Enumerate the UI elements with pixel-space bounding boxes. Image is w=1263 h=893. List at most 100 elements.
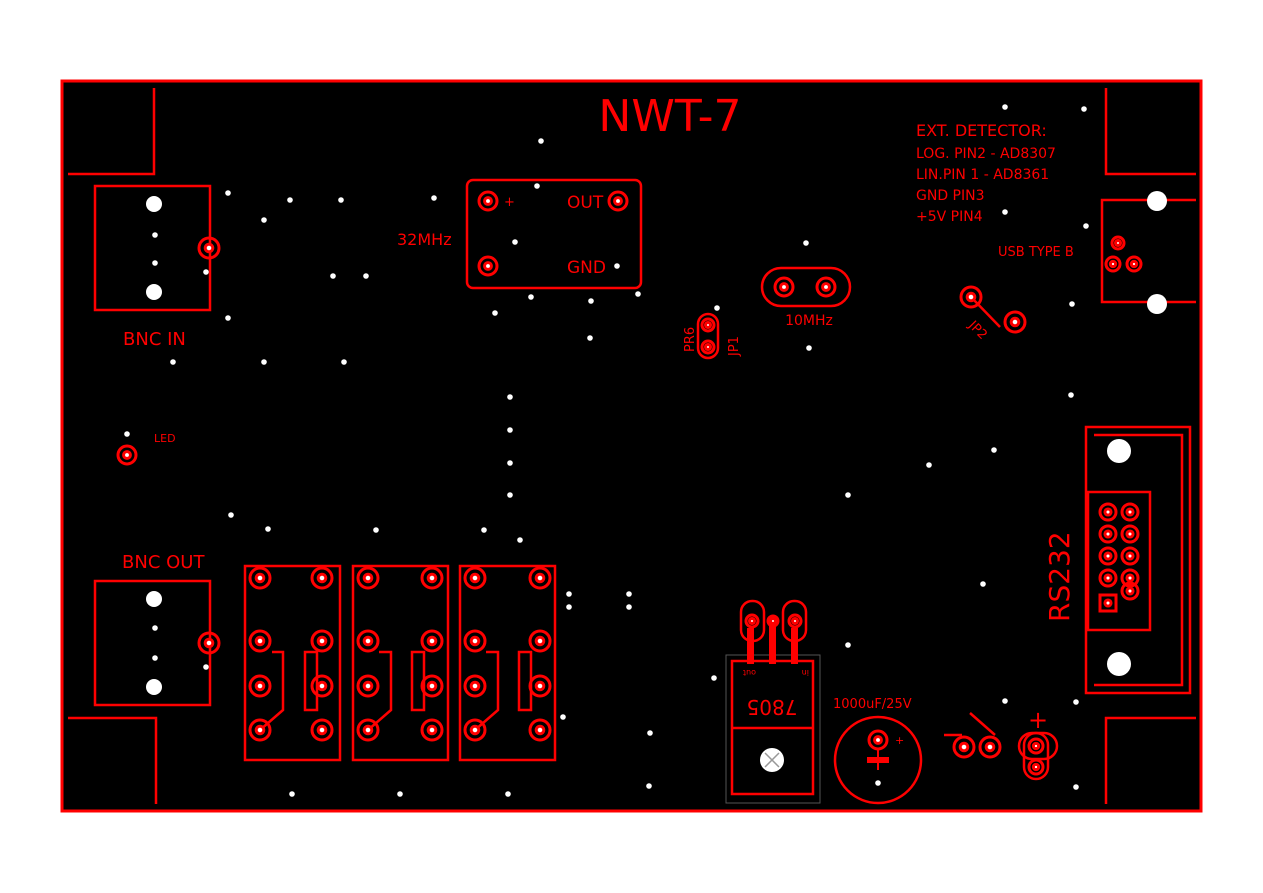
via-54: [845, 642, 851, 648]
relay-2-pad-right-1: [420, 566, 444, 590]
bnc-in-pad: [197, 236, 221, 260]
switch-pad-1: [952, 735, 976, 759]
relay-3-coil-left: [474, 650, 500, 731]
capacitor-pad-plus: [867, 729, 889, 751]
rs232-pin-left-5: [1098, 593, 1118, 613]
usb-pad-3: [1125, 255, 1143, 273]
via-61: [397, 791, 403, 797]
oscillator-footprint: [465, 178, 643, 290]
relay-1-pad-left-2: [248, 629, 272, 653]
via-28: [806, 345, 812, 351]
via-52: [626, 604, 632, 610]
rs232-label: RS232: [1043, 531, 1076, 622]
relay-1-pad-right-1: [310, 566, 334, 590]
oscillator-frequency-label: 32MHz: [397, 230, 452, 249]
capacitor-outline: [833, 715, 923, 805]
via-6: [338, 197, 344, 203]
via-22: [528, 294, 534, 300]
via-60: [289, 791, 295, 797]
via-40: [845, 492, 851, 498]
bnc-out-hole-top: [146, 591, 162, 607]
via-35: [507, 492, 513, 498]
capacitor-label: 1000uF/25V: [833, 697, 912, 712]
via-38: [991, 447, 997, 453]
corner-top-left: [68, 88, 156, 176]
power-plus-label: +: [1028, 706, 1048, 734]
relay-2-pad-left-2: [356, 629, 380, 653]
via-51: [626, 591, 632, 597]
via-31: [341, 359, 347, 365]
via-32: [507, 394, 513, 400]
via-44: [481, 527, 487, 533]
oscillator-pad-plus: [477, 190, 499, 212]
corner-bottom-left: [68, 716, 158, 804]
switch-silk-line: [969, 712, 996, 736]
relay-2-pad-left-4: [356, 718, 380, 742]
power-pad-1: [1027, 737, 1045, 755]
via-37: [1068, 392, 1074, 398]
corner-bottom-right: [1104, 716, 1196, 804]
via-36: [124, 431, 130, 437]
switch-pad-2: [978, 735, 1002, 759]
via-56: [560, 714, 566, 720]
rs232-pin-right-5: [1120, 581, 1140, 601]
via-57: [647, 730, 653, 736]
vcc-pin-label: +5V PIN4: [916, 209, 983, 225]
usb-hole-bottom: [1147, 294, 1167, 314]
relay-3-pad-left-2: [463, 629, 487, 653]
relay-3-pad-right-1: [528, 566, 552, 590]
via-58: [1002, 698, 1008, 704]
relay-1-pad-left-3: [248, 674, 272, 698]
rs232-pin-left-2: [1098, 524, 1118, 544]
jp1-pad-1: [700, 317, 716, 333]
via-53: [980, 581, 986, 587]
rs232-pin-frame: [1086, 490, 1152, 632]
via-45: [517, 537, 523, 543]
relay-1-pad-left-4: [248, 718, 272, 742]
via-12: [1083, 223, 1089, 229]
relay-3-footprint: [458, 564, 557, 762]
relay-2-coil-left: [367, 650, 393, 731]
relay-1-coil-right: [303, 650, 319, 712]
relay-2-pad-left-3: [356, 674, 380, 698]
relay-1-pad-right-3: [310, 674, 334, 698]
capacitor-plus-label: +: [895, 734, 904, 747]
via-27: [587, 335, 593, 341]
via-29: [170, 359, 176, 365]
bnc-in-label: BNC IN: [123, 329, 186, 350]
pads-layer: [116, 190, 1143, 776]
via-43: [373, 527, 379, 533]
relay-1-pad-left-1: [248, 566, 272, 590]
relay-2-coil-right: [410, 650, 426, 712]
jp2-silk-line: [970, 296, 1001, 328]
crystal-pad-2: [815, 276, 837, 298]
relay-2-pad-right-4: [420, 718, 444, 742]
led-pad: [116, 444, 138, 466]
bnc-out-pad: [197, 631, 221, 655]
via-65: [1073, 784, 1079, 790]
regulator-lead-3: [791, 628, 798, 664]
regulator-pad-in: [787, 613, 803, 629]
via-2: [1002, 104, 1008, 110]
via-63: [646, 783, 652, 789]
via-21: [492, 310, 498, 316]
relay-2-pad-right-3: [420, 674, 444, 698]
jp2-pad-1: [959, 285, 983, 309]
pr6-label: PR6: [683, 327, 698, 352]
via-16: [203, 269, 209, 275]
jp2-pad-2: [1003, 310, 1027, 334]
crystal-pad-1: [773, 276, 795, 298]
via-13: [803, 240, 809, 246]
rs232-pin-right-1: [1120, 502, 1140, 522]
via-11: [1002, 209, 1008, 215]
rs232-pin-right-3: [1120, 546, 1140, 566]
via-20: [225, 315, 231, 321]
via-64: [875, 780, 881, 786]
oscillator-plus-label: +: [504, 195, 515, 210]
regulator-lead-1: [747, 628, 754, 664]
rs232-pin-right-4: [1120, 568, 1140, 588]
via-24: [635, 291, 641, 297]
board-title: NWT-7: [598, 91, 741, 142]
via-39: [926, 462, 932, 468]
